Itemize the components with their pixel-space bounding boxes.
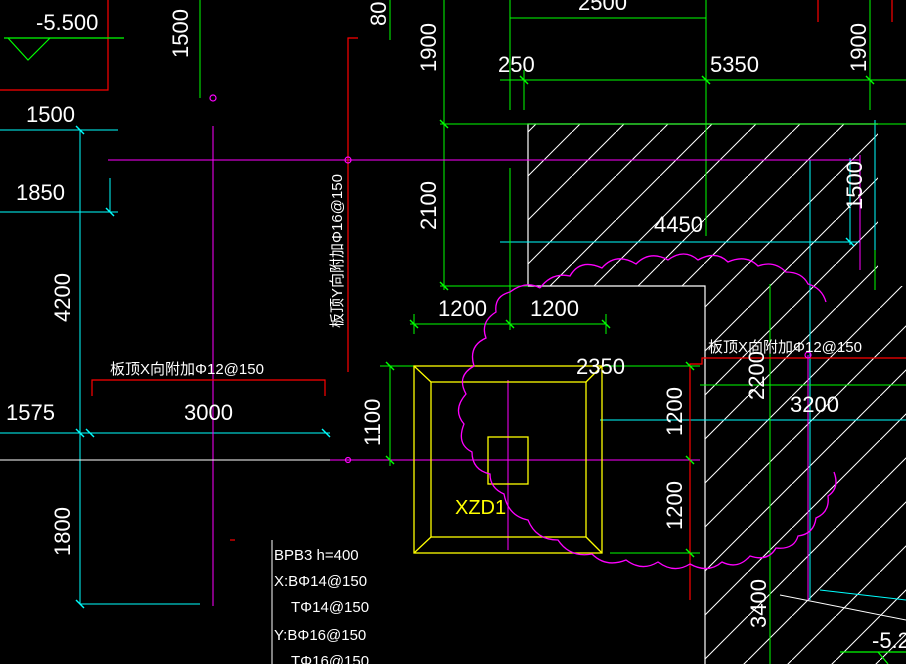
label-top-x-add-left: 板顶X向附加Φ12@150 <box>110 360 264 378</box>
magenta-lines <box>108 126 861 606</box>
bpb3-notes: BPB3 h=400 X:BΦ14@150 TΦ14@150 Y:BΦ16@15… <box>271 540 369 664</box>
dim-250: 250 <box>498 52 535 77</box>
dim-2350: 2350 <box>576 354 625 379</box>
dim-3400: 3400 <box>746 579 771 628</box>
dim-1200-d: 1200 <box>662 481 687 530</box>
rebar-labels: 板顶Y向附加Φ16@150 板顶X向附加Φ12@150 板顶X向附加Φ12@15… <box>110 174 862 378</box>
label-column-cap: XZD1 <box>455 497 506 519</box>
dim-4450: 4450 <box>654 212 703 237</box>
dim-1200-b: 1200 <box>530 296 579 321</box>
hatched-slab-top <box>527 123 878 664</box>
note-bpb-title: BPB3 h=400 <box>274 547 359 564</box>
tick-marks <box>385 75 875 558</box>
dim-1500-top: 1500 <box>168 9 193 58</box>
cyan-tick-marks <box>75 125 855 609</box>
note-y-top: TΦ16@150 <box>291 653 369 664</box>
note-x-bottom: X:BΦ14@150 <box>274 573 367 590</box>
dim-2500: 2500 <box>578 0 627 15</box>
axis-lines <box>0 459 906 621</box>
dim-4200: 4200 <box>50 273 75 322</box>
column-cap-xzd1 <box>413 365 603 554</box>
dim-1900-left: 1900 <box>416 23 441 72</box>
dim-2200: 2200 <box>744 351 769 400</box>
note-y-bottom: Y:BΦ16@150 <box>274 627 366 644</box>
nodes <box>209 94 812 464</box>
red-lines <box>0 0 906 600</box>
dim-1575: 1575 <box>6 400 55 425</box>
dim-1850: 1850 <box>16 180 65 205</box>
dim-1800: 1800 <box>50 507 75 556</box>
dim-80: 80 <box>366 2 391 26</box>
dimension-texts: 2500 -5.500 1500 80 1900 250 5350 1900 1… <box>6 0 906 653</box>
dim-5350: 5350 <box>710 52 759 77</box>
note-x-top: TΦ14@150 <box>291 599 369 616</box>
elevation-marker-bottom-right <box>840 651 906 664</box>
extension-lines <box>0 120 906 605</box>
label-top-x-add-right: 板顶X向附加Φ12@150 <box>708 338 862 356</box>
dim-neg5-2: -5.2 <box>872 628 906 653</box>
label-top-y-add: 板顶Y向附加Φ16@150 <box>328 174 346 328</box>
dim-2100: 2100 <box>416 181 441 230</box>
dim-3000: 3000 <box>184 400 233 425</box>
dim-1500-right: 1500 <box>842 161 867 210</box>
dim-neg5500: -5.500 <box>36 10 98 35</box>
dim-3200: 3200 <box>790 392 839 417</box>
hatched-slab-right <box>705 286 906 664</box>
dim-1500-left: 1500 <box>26 102 75 127</box>
dim-1200-c: 1200 <box>662 387 687 436</box>
dim-1100: 1100 <box>360 399 385 446</box>
elevation-marker-top-left <box>4 37 124 61</box>
revision-cloud <box>457 253 837 570</box>
dim-1200-a: 1200 <box>438 296 487 321</box>
dim-1900-right: 1900 <box>846 23 871 72</box>
